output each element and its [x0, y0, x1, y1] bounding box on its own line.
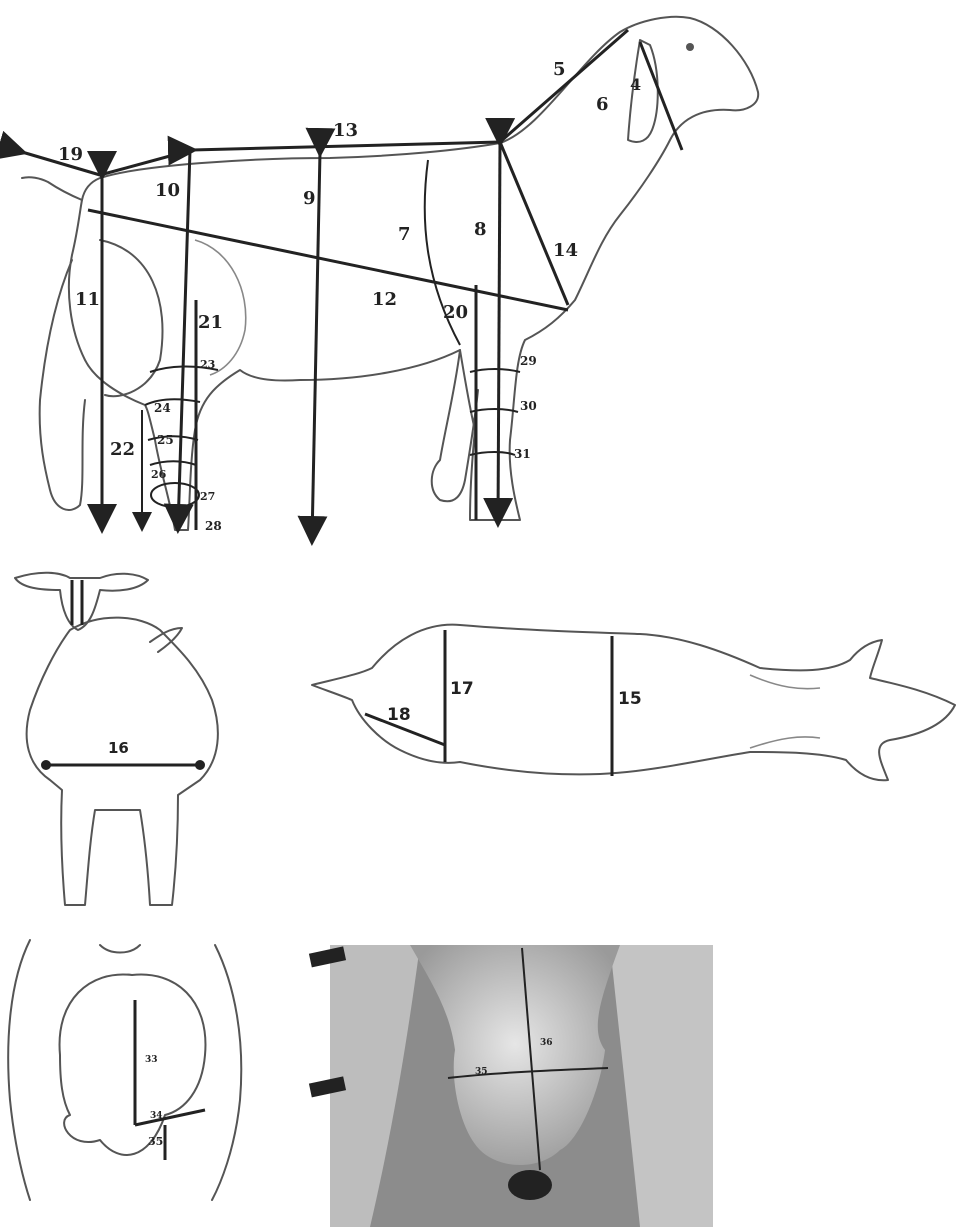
- label-29: 29: [520, 354, 537, 368]
- side-eye: [686, 43, 694, 51]
- side-view: 4 5 6 7 8 9 10 11 12 13 14 19 20 21 22 2…: [22, 17, 758, 540]
- measure-8-line: [498, 142, 500, 522]
- udder-body: [60, 974, 206, 1155]
- label-31: 31: [514, 447, 531, 461]
- top-view: 17 15 18: [312, 625, 955, 781]
- label-17: 17: [450, 679, 474, 699]
- measure-12-line: [88, 210, 568, 310]
- label-9: 9: [303, 188, 316, 209]
- measure-19b-line: [100, 150, 192, 175]
- label-26: 26: [151, 468, 167, 481]
- label-36: 36: [540, 1038, 553, 1048]
- label-34: 34: [150, 1111, 163, 1121]
- measure-16-start: [41, 760, 51, 770]
- measure-10-line: [178, 150, 190, 528]
- rear-view: 16: [15, 573, 218, 905]
- measure-16-end: [195, 760, 205, 770]
- label-11: 11: [75, 289, 100, 310]
- measure-5-line: [500, 30, 628, 142]
- label-22: 22: [110, 439, 135, 460]
- label-8: 8: [474, 219, 487, 240]
- label-18: 18: [387, 705, 411, 725]
- side-body-outline: [69, 17, 758, 530]
- label-20: 20: [443, 302, 468, 323]
- label-12: 12: [372, 289, 397, 310]
- photo-teat: [508, 1170, 552, 1200]
- label-10: 10: [155, 180, 180, 201]
- label-15: 15: [618, 689, 642, 709]
- measure-27-line: [151, 483, 199, 507]
- label-28: 28: [205, 519, 222, 533]
- measure-34-line: [135, 1110, 205, 1125]
- top-foreleg: [750, 675, 820, 748]
- label-19: 19: [58, 144, 83, 165]
- label-5: 5: [553, 59, 566, 80]
- side-udder-outline: [100, 240, 163, 396]
- label-30: 30: [520, 399, 537, 413]
- label-21: 21: [198, 312, 223, 333]
- label-14: 14: [553, 240, 578, 261]
- measure-26-line: [150, 461, 196, 465]
- label-25: 25: [157, 433, 174, 447]
- label-7: 7: [398, 224, 411, 245]
- side-flank: [195, 240, 246, 375]
- measure-14-line: [500, 142, 568, 305]
- label-27: 27: [200, 490, 215, 503]
- measure-9-line: [312, 152, 320, 540]
- udder-hind-legs: [8, 940, 241, 1200]
- udder-drawing: 33 34 35: [8, 940, 241, 1200]
- label-23: 23: [200, 358, 215, 371]
- label-16: 16: [108, 739, 129, 757]
- side-tail: [22, 177, 82, 200]
- rear-body: [27, 618, 218, 905]
- udder-photo: 36 35: [309, 945, 713, 1227]
- label-35-photo: 35: [475, 1067, 488, 1077]
- label-13: 13: [333, 120, 358, 141]
- label-4: 4: [630, 75, 641, 94]
- measure-4-line: [640, 42, 682, 150]
- label-24: 24: [154, 401, 171, 415]
- label-33: 33: [145, 1055, 158, 1065]
- label-35: 35: [148, 1135, 163, 1148]
- label-6: 6: [596, 94, 609, 115]
